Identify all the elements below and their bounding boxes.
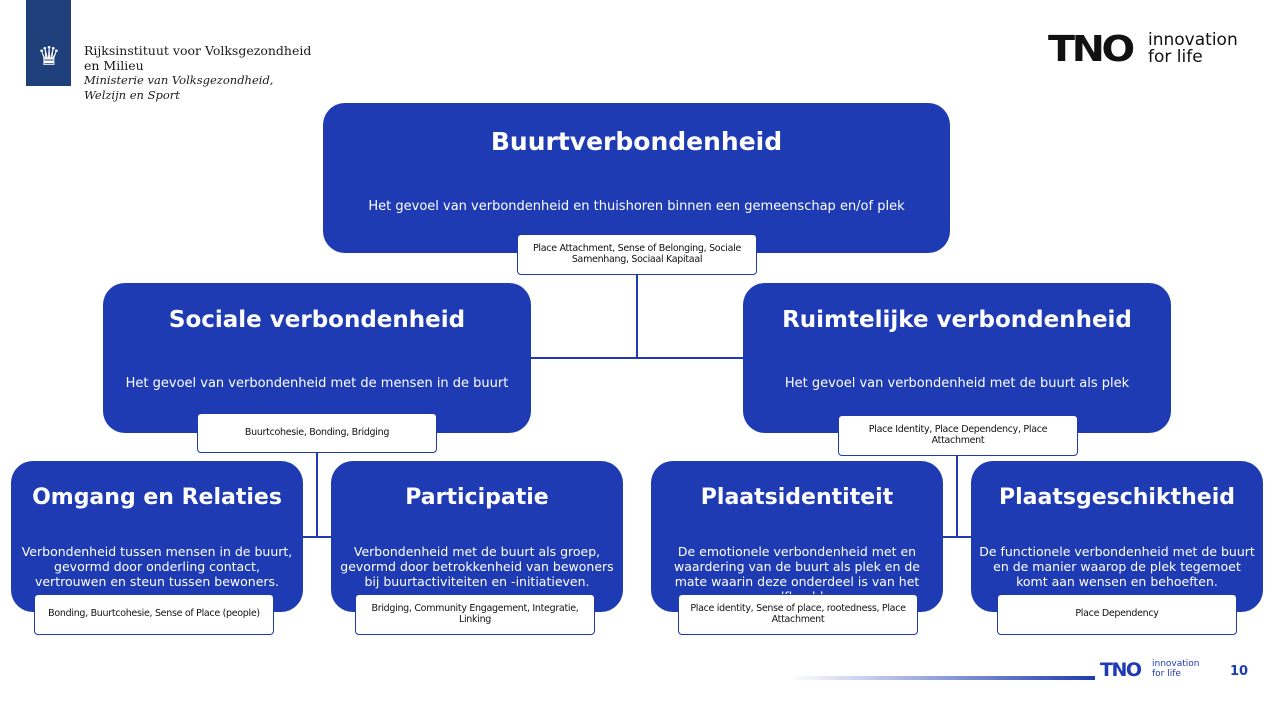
rivm-logo-bar — [26, 0, 71, 86]
org-name-line1: Rijksinstituut voor Volksgezondheid — [84, 43, 312, 58]
box-omgang-en-relaties: Omgang en Relaties Verbondenheid tussen … — [11, 461, 303, 612]
root-description: Het gevoel van verbondenheid en thuishor… — [368, 199, 905, 214]
participatie-tag: Bridging, Community Engagement, Integrat… — [355, 594, 595, 635]
crest-icon: ♛ — [37, 42, 61, 72]
footer-tagline-line2: for life — [1152, 668, 1181, 679]
omgang-description: Verbondenheid tussen mensen in de buurt,… — [21, 544, 293, 589]
tno-tagline-line2: for life — [1148, 47, 1203, 67]
participatie-description: Verbondenheid met de buurt als groep, ge… — [340, 544, 614, 589]
connector-level2-horizontal — [530, 357, 744, 359]
ruimtelijke-title: Ruimtelijke verbondenheid — [782, 307, 1132, 333]
box-participatie: Participatie Verbondenheid met de buurt … — [331, 461, 623, 612]
plaatsgeschiktheid-title: Plaatsgeschiktheid — [999, 485, 1235, 510]
ruimtelijke-tag: Place Identity, Place Dependency, Place … — [838, 415, 1078, 456]
footer-tno-logo: TNO — [1100, 659, 1142, 681]
sociale-title: Sociale verbondenheid — [168, 307, 466, 333]
root-tag: Place Attachment, Sense of Belonging, So… — [517, 234, 757, 275]
footer-tagline-line1: innovation — [1152, 659, 1200, 669]
connector-social-vertical — [316, 452, 318, 538]
plaatsidentiteit-title: Plaatsidentiteit — [700, 485, 894, 510]
omgang-title: Omgang en Relaties — [32, 485, 282, 510]
box-sociale-verbondenheid: Sociale verbondenheid Het gevoel van ver… — [103, 283, 531, 433]
tno-tagline: innovation for life — [1148, 32, 1238, 66]
tno-tagline-line1: innovation — [1148, 30, 1238, 50]
ministry-line1: Ministerie van Volksgezondheid, — [84, 73, 274, 87]
box-ruimtelijke-verbondenheid: Ruimtelijke verbondenheid Het gevoel van… — [743, 283, 1171, 433]
omgang-tag: Bonding, Buurtcohesie, Sense of Place (p… — [34, 594, 274, 635]
connector-social-horizontal — [302, 536, 332, 538]
plaatsgeschiktheid-tag: Place Dependency — [997, 594, 1237, 635]
box-plaatsgeschiktheid: Plaatsgeschiktheid De functionele verbon… — [971, 461, 1263, 612]
tno-logo: TNO — [1048, 30, 1135, 70]
participatie-title: Participatie — [405, 485, 549, 510]
ruimtelijke-description: Het gevoel van verbondenheid met de buur… — [784, 376, 1130, 391]
ministry-line2: Welzijn en Sport — [84, 88, 180, 102]
footer-tno-tagline: innovation for life — [1152, 659, 1200, 679]
footer-gradient-bar — [790, 676, 1095, 680]
root-title: Buurtverbondenheid — [490, 127, 783, 156]
connector-spatial-horizontal — [942, 536, 972, 538]
plaatsgeschiktheid-description: De functionele verbondenheid met de buur… — [979, 544, 1255, 589]
root-box-buurtverbondenheid: Buurtverbondenheid Het gevoel van verbon… — [323, 103, 950, 253]
plaatsidentiteit-tag: Place identity, Sense of place, rootedne… — [678, 594, 918, 635]
sociale-description: Het gevoel van verbondenheid met de mens… — [125, 376, 509, 391]
org-name-line2: en Milieu — [84, 58, 144, 73]
rivm-org-text: Rijksinstituut voor Volksgezondheid en M… — [84, 43, 311, 103]
sociale-tag: Buurtcohesie, Bonding, Bridging — [197, 413, 437, 453]
page-number: 10 — [1230, 664, 1249, 679]
connector-spatial-vertical — [956, 455, 958, 538]
box-plaatsidentiteit: Plaatsidentiteit De emotionele verbonden… — [651, 461, 943, 612]
connector-root-vertical — [636, 275, 638, 359]
tno-logo-text: TNO — [1048, 29, 1135, 70]
